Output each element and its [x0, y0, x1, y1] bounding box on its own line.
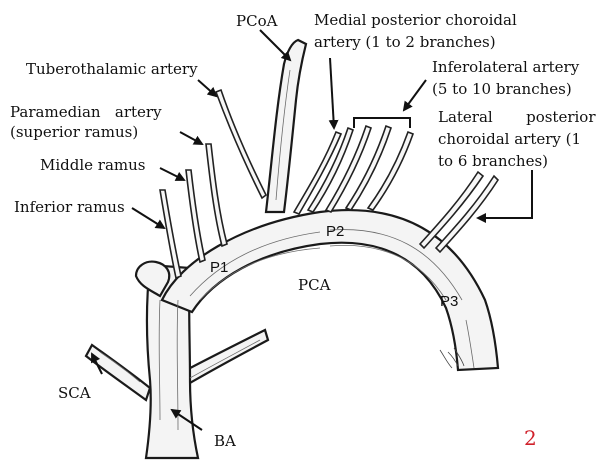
label-sca: SCA: [58, 384, 91, 402]
label-tuberothalamic: Tuberothalamic artery: [26, 60, 198, 78]
inferolateral-bracket: [354, 118, 410, 128]
paramedian-leader: [180, 132, 202, 144]
label-lateral-posterior-line3: to 6 branches): [438, 152, 548, 170]
label-inferolateral-line2: (5 to 10 branches): [432, 80, 572, 98]
label-inferior-ramus: Inferior ramus: [14, 198, 125, 216]
label-medial-posterior-line1: Medial posterior choroidal: [314, 11, 517, 29]
lateral-posterior-branches: [420, 172, 498, 252]
inferior-ramus-leader: [132, 208, 164, 228]
label-paramedian-line2: (superior ramus): [10, 123, 138, 141]
label-lateral-posterior-line2: choroidal artery (1: [438, 130, 581, 148]
label-paramedian-line1: Paramedian artery: [10, 103, 162, 121]
sca-vessel: [86, 345, 150, 400]
middle-ramus-branch: [186, 170, 205, 262]
label-ba: BA: [214, 432, 236, 450]
pcoa-leader: [260, 30, 290, 60]
figure-number: 2: [524, 426, 537, 450]
tuberothalamic-leader: [198, 80, 216, 96]
label-p1: P1: [210, 259, 228, 276]
paramedian-branch: [206, 144, 227, 246]
medial-posterior-branches: [294, 128, 353, 214]
tuberothalamic-branch: [216, 90, 266, 198]
medial-posterior-leader: [330, 58, 334, 128]
label-p2: P2: [326, 223, 344, 240]
label-pca: PCA: [298, 276, 331, 294]
pcoa-vessel: [266, 40, 306, 212]
label-medial-posterior-line2: artery (1 to 2 branches): [314, 33, 496, 51]
middle-ramus-leader: [160, 168, 184, 180]
label-inferolateral-line1: Inferolateral artery: [432, 58, 580, 76]
label-lateral-posterior-line1: Lateral posterior: [438, 108, 596, 126]
label-pcoa: PCoA: [236, 12, 278, 30]
inferolateral-leader: [404, 80, 426, 110]
label-p3: P3: [440, 293, 458, 310]
label-middle-ramus: Middle ramus: [40, 156, 146, 174]
